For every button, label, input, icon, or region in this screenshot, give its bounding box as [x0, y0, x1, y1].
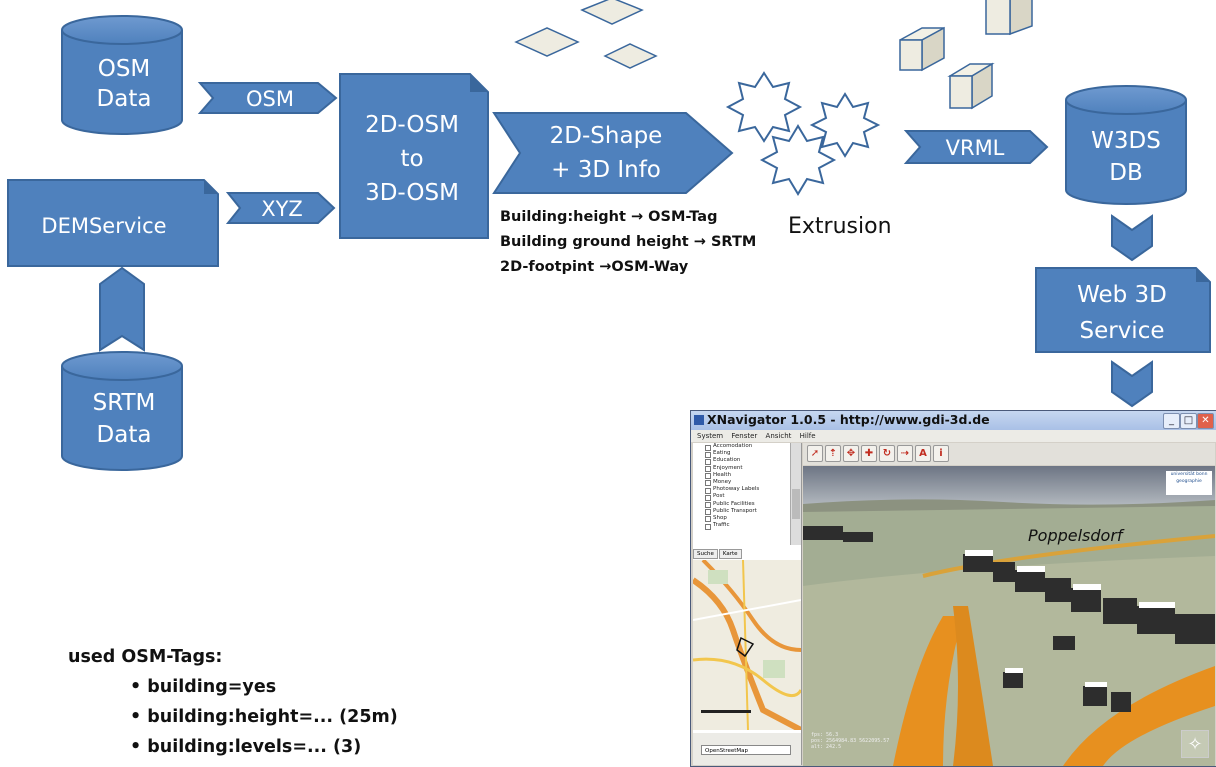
mapping-note-1: Building:height → OSM-Tag	[500, 209, 717, 225]
layer-item[interactable]: Public Transport	[693, 508, 789, 516]
osm-data-cylinder: OSM Data	[61, 15, 183, 135]
layer-item[interactable]: Public Facilities	[693, 501, 789, 509]
web3d-service-label-line1: Web 3D	[1077, 282, 1167, 308]
db-to-service-chevron	[1111, 214, 1153, 262]
converter-document: 2D-OSM to 3D-OSM	[339, 73, 489, 239]
app-icon	[694, 415, 704, 425]
3d-view[interactable]: universität bonn geographie Poppelsdorf …	[803, 466, 1215, 766]
star-1	[725, 71, 803, 143]
used-tag-item-1: • building=yes	[130, 677, 276, 697]
compass-icon[interactable]: ✧	[1181, 730, 1209, 758]
footprint-diamonds	[514, 0, 658, 69]
srtm-data-cylinder: SRTM Data	[61, 351, 183, 471]
service-to-client-chevron	[1111, 360, 1153, 408]
used-tags-heading: used OSM-Tags:	[68, 647, 222, 667]
minimize-icon[interactable]: _	[1163, 413, 1180, 429]
layer-item[interactable]: Post	[693, 493, 789, 502]
pan-tool-icon[interactable]: ✥	[843, 445, 859, 462]
shape-label-line1: 2D-Shape	[550, 123, 663, 149]
layer-item[interactable]: Enjoyment	[693, 465, 789, 473]
map-source-panel: OpenStreetMap	[693, 733, 801, 765]
layer-item[interactable]: Photoway Labels	[693, 486, 789, 494]
cube-3	[947, 62, 995, 110]
place-label: Poppelsdorf	[1028, 526, 1123, 545]
menu-hilfe[interactable]: Hilfe	[799, 432, 816, 440]
tab-karte[interactable]: Karte	[718, 549, 742, 559]
srtm-to-dem-chevron	[99, 266, 145, 352]
layer-item[interactable]: Money	[693, 479, 789, 487]
measure-tool-icon[interactable]: ⇢	[897, 445, 913, 462]
maximize-icon[interactable]: □	[1180, 413, 1197, 429]
rotate-tool-icon[interactable]: ↻	[879, 445, 895, 462]
fly-tool-icon[interactable]: ⇡	[825, 445, 841, 462]
web3d-service-box: Web 3D Service	[1035, 267, 1211, 353]
map-source-select[interactable]: OpenStreetMap	[701, 745, 791, 755]
used-tag-item-3: • building:levels=... (3)	[130, 737, 361, 757]
layer-item[interactable]: Traffic	[693, 522, 789, 530]
layer-list: Accomodation Eating Education Enjoyment …	[693, 443, 789, 543]
building-cubes	[899, 0, 1033, 110]
w3ds-db-label-line1: W3DS	[1091, 128, 1161, 154]
xyz-arrow: XYZ	[225, 192, 336, 224]
menu-system[interactable]: System	[697, 432, 724, 440]
university-logo: universität bonn geographie	[1166, 471, 1212, 495]
layer-item[interactable]: Education	[693, 457, 789, 466]
xnavigator-window: XNavigator 1.0.5 - http://www.gdi-3d.de …	[690, 410, 1216, 767]
star-3	[759, 124, 837, 196]
star-2	[809, 92, 881, 158]
coordinate-readout: fps: 56.3 pos: 2564984.83 5622095.57 alt…	[811, 732, 890, 750]
menu-fenster[interactable]: Fenster	[731, 432, 758, 440]
window-titlebar: XNavigator 1.0.5 - http://www.gdi-3d.de …	[691, 411, 1216, 430]
shape-arrow: 2D-Shape + 3D Info	[492, 112, 734, 194]
shape-label-line2: + 3D Info	[551, 157, 661, 183]
layer-item[interactable]: Health	[693, 472, 789, 480]
window-title: XNavigator 1.0.5 - http://www.gdi-3d.de	[707, 412, 990, 427]
layer-scrollbar[interactable]	[790, 443, 801, 545]
info-tool-icon[interactable]: i	[933, 445, 949, 462]
layer-item[interactable]: Eating	[693, 450, 789, 458]
converter-label-line2: to	[400, 146, 423, 172]
extrusion-label: Extrusion	[788, 214, 892, 239]
menu-ansicht[interactable]: Ansicht	[765, 432, 792, 440]
dem-service-label: DEMService	[41, 214, 166, 238]
osm-data-label-line1: OSM	[98, 56, 151, 82]
menu-bar: System Fenster Ansicht Hilfe	[691, 430, 1216, 442]
vrml-arrow: VRML	[903, 130, 1049, 164]
navigate-tool-icon[interactable]: ➚	[807, 445, 823, 462]
cube-2	[985, 0, 1033, 36]
osm-arrow-label: OSM	[246, 87, 294, 111]
srtm-data-label-line1: SRTM	[93, 390, 156, 416]
extrusion-stars	[725, 71, 881, 196]
used-tag-item-2: • building:height=... (25m)	[130, 707, 398, 727]
tab-suche[interactable]: Suche	[693, 549, 718, 559]
xyz-arrow-label: XYZ	[261, 197, 303, 221]
vrml-arrow-label: VRML	[946, 136, 1005, 160]
converter-label-line3: 3D-OSM	[365, 180, 459, 206]
close-icon[interactable]: ✕	[1197, 413, 1214, 429]
w3ds-db-cylinder: W3DS DB	[1065, 85, 1187, 205]
osm-arrow: OSM	[197, 82, 338, 114]
move-tool-icon[interactable]: ✚	[861, 445, 877, 462]
mapping-note-3: 2D-footpint →OSM-Way	[500, 259, 689, 275]
layer-item[interactable]: Shop	[693, 515, 789, 523]
srtm-data-label-line2: Data	[97, 422, 152, 448]
osm-data-label-line2: Data	[97, 86, 152, 112]
converter-label-line1: 2D-OSM	[365, 112, 459, 138]
text-tool-icon[interactable]: A	[915, 445, 931, 462]
side-panel: Accomodation Eating Education Enjoyment …	[693, 443, 802, 765]
toolbar: ➚ ⇡ ✥ ✚ ↻ ⇢ A i	[803, 443, 1215, 465]
cube-1	[899, 26, 945, 72]
mapping-note-2: Building ground height → SRTM	[500, 234, 756, 250]
w3ds-db-label-line2: DB	[1109, 160, 1143, 186]
layer-item[interactable]: Accomodation	[693, 443, 789, 451]
overview-map[interactable]	[693, 560, 801, 730]
web3d-service-label-line2: Service	[1079, 318, 1164, 344]
dem-service-box: DEMService	[7, 179, 219, 267]
